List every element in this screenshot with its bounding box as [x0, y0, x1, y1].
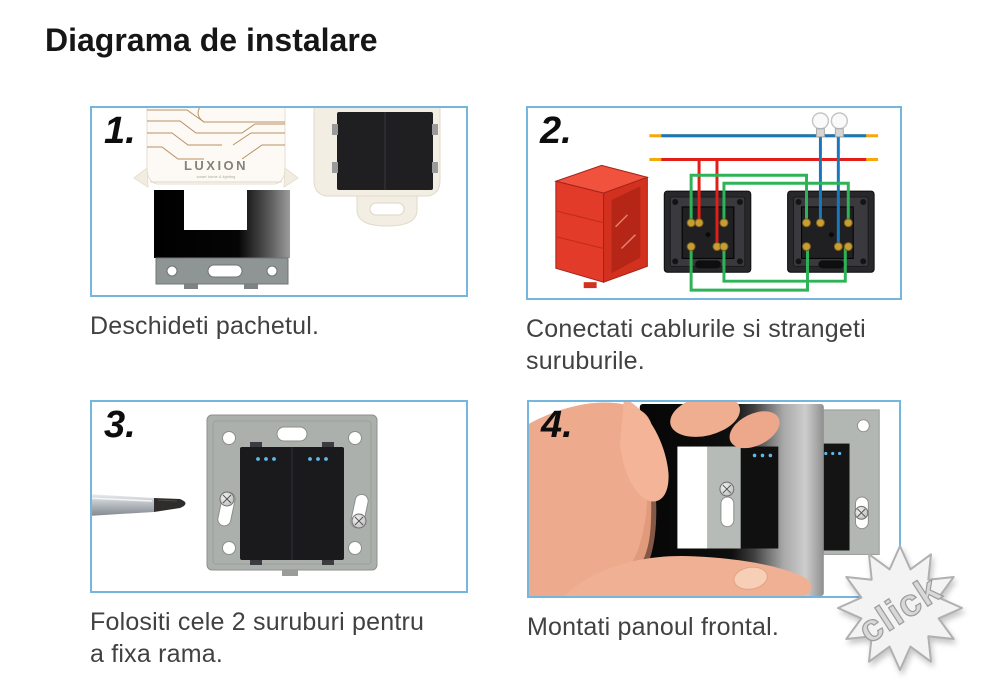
step-2-caption: Conectati cablurile si strangeti surubur… — [526, 315, 866, 375]
front-panel — [639, 403, 824, 596]
finger — [729, 411, 780, 449]
hand — [529, 402, 812, 596]
light-bulb-icon — [811, 112, 849, 138]
circuit-pattern — [147, 108, 285, 160]
wire-traveler — [722, 246, 847, 283]
wiring-diagram — [649, 134, 879, 292]
wire-traveler — [689, 173, 808, 221]
led-dots — [256, 457, 328, 461]
switch-front — [240, 442, 344, 565]
product-box: LUXION smart home & lighting — [133, 108, 299, 188]
junction-box — [554, 164, 650, 289]
mounted-frame — [813, 409, 880, 555]
click-starburst: click — [837, 545, 963, 671]
step-number: 4. — [541, 404, 573, 446]
step-3-illustration — [92, 414, 378, 576]
screwdriver-icon — [92, 494, 186, 516]
step-number: 2. — [540, 110, 572, 152]
step-3-panel: 3. — [90, 400, 468, 593]
step-4-caption: Montati panoul frontal. — [527, 613, 779, 641]
packaging-insert — [313, 108, 441, 227]
rocker-through-window — [740, 446, 779, 549]
step-2: 2. Conectati cablurile si strangeti suru… — [526, 106, 902, 377]
wire-traveler — [689, 246, 809, 292]
step-number: 1. — [104, 110, 136, 152]
step-number: 3. — [104, 404, 136, 446]
brand-tagline: smart home & lighting — [197, 174, 236, 179]
step-1-illustration: LUXION smart home & lighting — [133, 108, 441, 289]
frame-screw — [219, 491, 235, 507]
switch-module-right — [787, 190, 875, 273]
step-4: 4. Montati panoul frontal. — [527, 400, 901, 643]
step-3-caption: Folositi cele 2 suruburi pentru a fixa r… — [90, 608, 425, 668]
step-2-panel: 2. — [526, 106, 902, 300]
step-1: LUXION smart home & lighting — [90, 106, 468, 342]
step-1-panel: LUXION smart home & lighting — [90, 106, 468, 297]
step-4-panel: 4. — [527, 400, 901, 598]
finger — [670, 402, 740, 437]
step-3: 3. Folositi cele 2 suruburi pentru a fix… — [90, 400, 468, 670]
finger — [620, 402, 669, 502]
step-4-illustration — [529, 402, 880, 596]
frame-screw — [351, 513, 367, 529]
glass-frame — [154, 190, 290, 258]
step-2-illustration — [554, 112, 879, 292]
wire-traveler — [722, 181, 850, 221]
switch-module-left — [663, 190, 752, 273]
terminal-screws — [686, 218, 853, 251]
mounted-switch-rocker — [819, 443, 850, 551]
brand-logo: LUXION — [184, 158, 248, 173]
step-1-caption: Deschideti pachetul. — [90, 312, 320, 340]
page-title: Diagrama de instalare — [45, 22, 378, 58]
metal-bracket — [155, 257, 289, 289]
starburst-shape — [837, 545, 963, 671]
